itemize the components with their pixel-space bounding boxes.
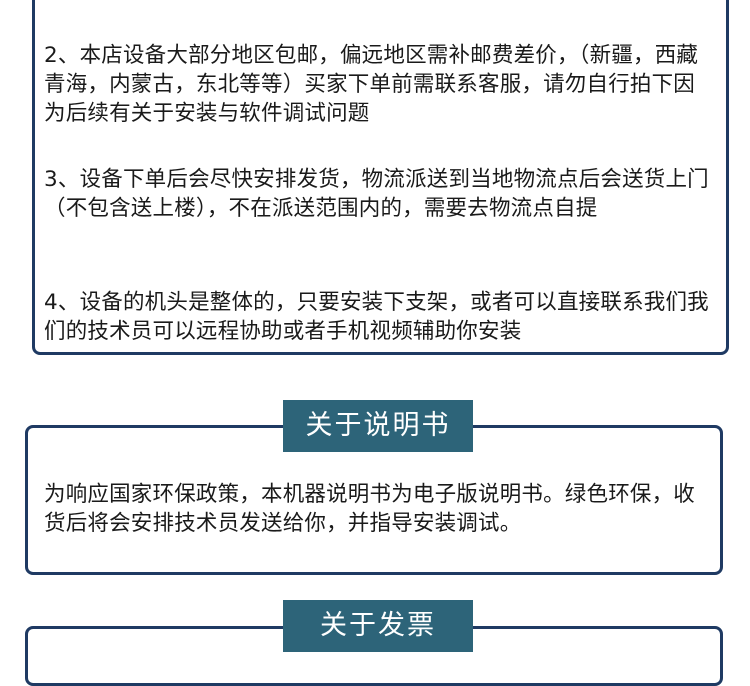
- shipping-note-3: 3、设备下单后会尽快安排发货，物流派送到当地物流点后会送货上门（不包含送上楼），…: [44, 167, 709, 221]
- shipping-note-2: 2、本店设备大部分地区包邮，偏远地区需补邮费差价，（新疆，西藏青海，内蒙古，东北…: [44, 43, 699, 126]
- shipping-note-4: 4、设备的机头是整体的，只要安装下支架，或者可以直接联系我们我们的技术员可以远程…: [44, 290, 709, 344]
- invoice-section-title: 关于发票: [283, 600, 473, 652]
- shipping-notes-box: [32, 0, 729, 355]
- manual-section-text: 为响应国家环保政策，本机器说明书为电子版说明书。绿色环保，收货后将会安排技术员发…: [44, 482, 696, 536]
- manual-section-title: 关于说明书: [283, 400, 473, 452]
